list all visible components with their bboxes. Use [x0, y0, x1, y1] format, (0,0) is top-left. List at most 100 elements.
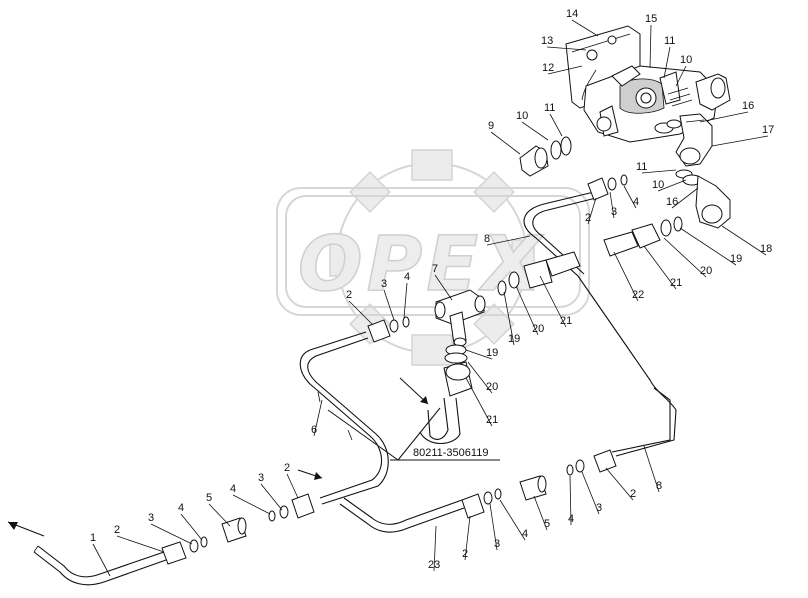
callout-3: 3: [611, 206, 617, 218]
callout-15: 15: [645, 13, 657, 25]
leader-line-20: [663, 237, 707, 278]
leader-line-10: [675, 65, 687, 87]
callout-10: 10: [516, 110, 528, 122]
leader-line-4: [403, 282, 408, 319]
callout-20: 20: [532, 323, 544, 335]
leader-line-11: [663, 46, 671, 79]
callout-2: 2: [630, 488, 636, 500]
leader-lines: [92, 19, 769, 577]
leader-line-4: [623, 185, 637, 209]
callout-10: 10: [652, 179, 664, 191]
callout-19: 19: [508, 333, 520, 345]
leader-line-6: [313, 399, 323, 437]
fitting-upper-right: [587, 174, 628, 201]
callout-4: 4: [404, 271, 410, 283]
leader-line-2: [605, 467, 634, 501]
tube-1: [33, 545, 167, 586]
callout-4: 4: [178, 502, 184, 514]
tee-7: [434, 289, 486, 347]
callout-14: 14: [566, 8, 578, 20]
callout-16: 16: [742, 100, 754, 112]
callout-17: 17: [762, 124, 774, 136]
connector-group-right: [497, 216, 683, 296]
leader-line-3: [260, 483, 283, 511]
callout-4: 4: [230, 483, 236, 495]
leader-line-15: [649, 24, 652, 69]
tube-23: [339, 497, 465, 533]
leader-line-19: [503, 291, 515, 346]
callout-19: 19: [730, 253, 742, 265]
fitting-left-upper: [367, 316, 410, 343]
callout-6: 6: [311, 424, 317, 436]
callout-11: 11: [636, 161, 647, 173]
tube-8: [523, 191, 677, 457]
callout-22: 22: [632, 289, 644, 301]
callout-9: 9: [488, 120, 494, 132]
leader-line-13: [546, 46, 587, 51]
leader-line-3: [609, 191, 615, 219]
callout-4: 4: [633, 196, 639, 208]
callout-2: 2: [462, 548, 468, 560]
callout-3: 3: [258, 472, 264, 484]
callout-18: 18: [760, 243, 772, 255]
leader-line-23: [433, 525, 437, 572]
leader-line-2: [464, 515, 471, 561]
leader-line-2: [116, 535, 165, 553]
watermark-frame: [276, 187, 590, 316]
callout-3: 3: [148, 512, 154, 524]
callout-13: 13: [541, 35, 553, 47]
leader-line-3: [150, 523, 193, 545]
leader-line-20: [467, 361, 493, 394]
code-label: 80211-3506119: [413, 447, 488, 459]
leader-line-21: [465, 377, 493, 427]
callout-19: 19: [486, 347, 498, 359]
leader-line-2: [348, 300, 373, 325]
flow-arrows: [7, 377, 429, 537]
leader-line-11: [641, 169, 677, 174]
leader-line-16: [699, 111, 749, 123]
callout-20: 20: [700, 265, 712, 277]
callout-8: 8: [484, 233, 490, 245]
fittings-lower-right: [461, 449, 617, 519]
leader-line-4: [569, 475, 572, 526]
callout-1: 1: [90, 532, 96, 544]
callout-5: 5: [544, 518, 550, 530]
callout-11: 11: [544, 102, 555, 114]
callout-12: 12: [542, 62, 554, 74]
callout-21: 21: [560, 315, 572, 327]
leader-line-20: [515, 285, 539, 336]
fittings-lower-left: [161, 493, 315, 565]
connector-group-center: [419, 344, 473, 445]
callout-3: 3: [494, 538, 500, 550]
leader-line-8: [486, 235, 531, 246]
leader-line-8: [643, 445, 660, 493]
leader-line-5: [533, 495, 548, 531]
leader-line-19: [679, 227, 737, 266]
leader-line-4: [499, 499, 526, 541]
callout-2: 2: [284, 462, 290, 474]
leader-line-19: [465, 349, 493, 360]
leader-line-2: [587, 197, 597, 225]
callout-21: 21: [670, 277, 682, 289]
callout-2: 2: [346, 289, 352, 301]
leader-line-10: [657, 179, 687, 192]
leader-line-11: [549, 113, 563, 137]
callout-8: 8: [656, 480, 662, 492]
leader-line-3: [489, 503, 498, 551]
valve-assembly: [565, 25, 731, 143]
leader-line-7: [434, 274, 453, 301]
leader-line-2: [286, 473, 299, 499]
callout-3: 3: [596, 502, 602, 514]
leader-line-12: [547, 65, 583, 75]
leader-line-21: [643, 245, 677, 290]
leader-line-4: [232, 494, 271, 515]
callout-10: 10: [680, 54, 692, 66]
leader-line-14: [571, 19, 599, 37]
callout-7: 7: [432, 263, 438, 275]
plug-9: [519, 136, 572, 177]
callout-11: 11: [664, 35, 675, 47]
watermark-text: OPEX: [298, 219, 545, 308]
code-reference: 80211-3506119: [327, 407, 500, 461]
leader-line-16: [671, 187, 699, 209]
